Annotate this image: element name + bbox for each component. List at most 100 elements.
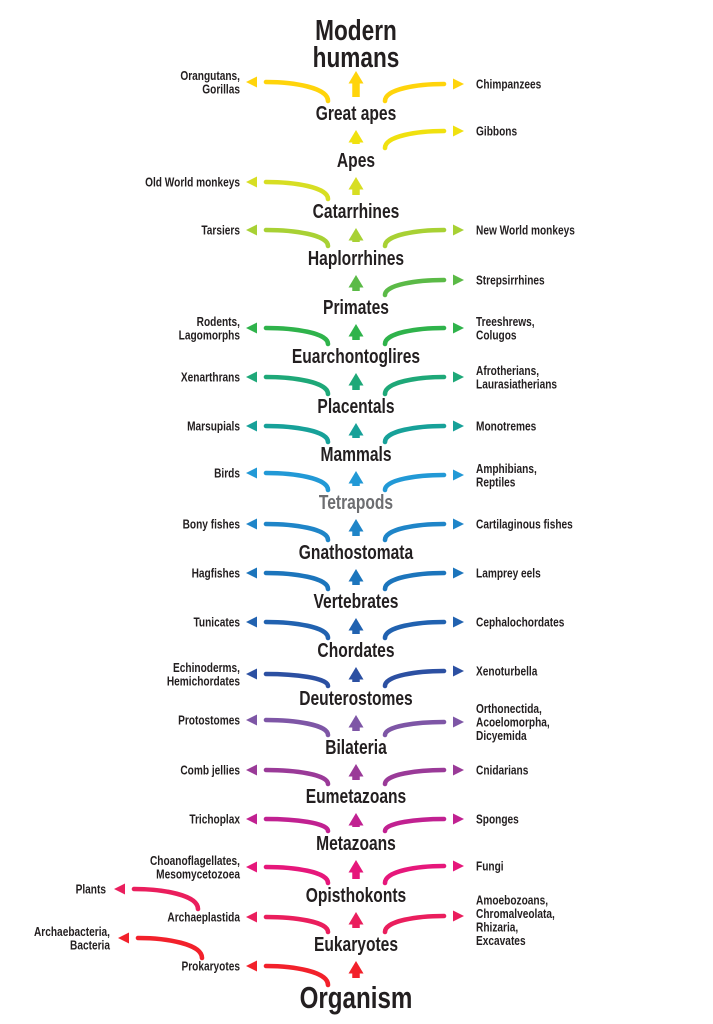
branch-label-xenoturbella: Xenoturbella [476,664,538,678]
branch-label-tunicates: Tunicates [193,615,240,629]
branch-label-chimpanzees: Chimpanzees [476,77,541,91]
trunk-arrow-primates-head [348,275,364,288]
trunk-arrow-catarrhines-head [348,177,364,190]
branch-arrow-orthonectida-head [453,716,464,728]
node-label-eumetazoans: Eumetazoans [306,785,407,807]
node-label-tetrapods: Tetrapods [319,491,393,513]
branch-arrow-plants [131,886,201,912]
branch-arrow-afrotherians [382,374,447,397]
branch-arrow-monotremes [382,423,447,445]
trunk-arrow-chordates-head [348,618,364,631]
branch-label-choanoflagellates: Choanoflagellates,Mesomycetozoea [150,854,240,882]
branch-arrow-archaeplastida [263,914,331,935]
branch-arrow-cartilaginous-fishes-head [453,518,464,530]
branch-arrow-echinoderms-head [246,668,257,680]
branch-arrow-tunicates [263,619,331,641]
branch-arrow-orangutans-head [246,76,257,88]
branch-label-birds: Birds [214,466,240,480]
branch-label-gibbons: Gibbons [476,124,517,138]
branch-arrow-xenarthrans-head [246,371,257,383]
branch-arrow-new-world-monkeys-head [453,224,464,236]
branch-label-prokaryotes: Prokaryotes [181,959,240,973]
branch-arrow-archaebacteria-head [118,932,129,944]
node-label-catarrhines: Catarrhines [313,200,400,222]
branch-arrow-trichoplax-head [246,813,257,825]
branch-arrow-rodents [263,325,331,347]
branch-arrow-bony-fishes [263,521,331,543]
branch-label-afrotherians: Afrotherians,Laurasiatherians [476,364,557,392]
branch-arrow-echinoderms [263,671,331,689]
branch-label-plants: Plants [76,882,106,896]
branch-arrow-hagfishes-head [246,567,257,579]
trunk-arrow-eukaryotes-head [348,912,364,925]
branch-label-strepsirrhines: Strepsirrhines [476,273,545,287]
branch-arrow-sponges-head [453,813,464,825]
branch-label-archaeplastida: Archaeplastida [167,910,240,924]
branch-label-tarsiers: Tarsiers [201,223,240,237]
trunk-arrow-eumetazoans-head [348,764,364,777]
branch-arrow-afrotherians-head [453,371,464,383]
branch-label-old-world-monkeys: Old World monkeys [145,175,240,189]
branch-arrow-hagfishes [263,570,331,592]
branch-label-amphibians: Amphibians,Reptiles [476,462,537,490]
arrow-layer [114,71,464,988]
branch-arrow-xenoturbella [382,668,447,689]
node-label-apes: Apes [337,149,375,171]
branch-label-orthonectida: Orthonectida,Acoelomorpha,Dicyemida [476,702,550,743]
branch-arrow-trichoplax [263,816,331,834]
branch-label-cephalochordates: Cephalochordates [476,615,564,629]
trunk-arrow-vertebrates-head [348,569,364,582]
branch-arrow-comb-jellies [263,767,331,787]
branch-arrow-choanoflagellates-head [246,861,257,873]
branch-arrow-chimpanzees [382,81,447,104]
branch-arrow-amoebozoans-head [453,910,464,922]
trunk-arrow-mammals-head [348,423,364,436]
branch-arrow-monotremes-head [453,420,464,432]
branch-arrow-tunicates-head [246,616,257,628]
branch-arrow-amphibians-head [453,469,464,481]
branch-label-comb-jellies: Comb jellies [180,763,240,777]
branch-label-monotremes: Monotremes [476,419,536,433]
branch-arrow-amphibians [382,472,447,493]
trunk-arrow-deuterostomes-head [348,667,364,680]
branch-arrow-marsupials-head [246,420,257,432]
node-label-great-apes: Great apes [316,102,397,124]
branch-label-protostomes: Protostomes [178,713,240,727]
branch-arrow-archaeplastida-head [246,911,257,923]
branch-arrow-plants-head [114,883,125,895]
trunk-arrow-bilateria-head [348,715,364,728]
branch-arrow-tarsiers-head [246,224,257,236]
branch-arrow-prokaryotes-head [246,960,257,972]
node-label-bilateria: Bilateria [325,736,387,758]
branch-arrow-lamprey-eels-head [453,567,464,579]
branch-label-orangutans: Orangutans,Gorillas [180,69,240,97]
branch-arrow-rodents-head [246,322,257,334]
branch-arrow-old-world-monkeys-head [246,176,257,188]
branch-label-fungi: Fungi [476,859,504,873]
branch-arrow-comb-jellies-head [246,764,257,776]
branch-label-echinoderms: Echinoderms,Hemichordates [167,661,240,689]
branch-arrow-strepsirrhines-head [453,274,464,286]
branch-label-cartilaginous-fishes: Cartilaginous fishes [476,517,573,531]
node-label-mammals: Mammals [320,443,391,465]
node-label-vertebrates: Vertebrates [314,590,399,612]
branch-label-hagfishes: Hagfishes [192,566,240,580]
branch-arrow-cephalochordates [382,619,447,641]
branch-arrow-strepsirrhines [382,277,447,298]
branch-arrow-protostomes [263,717,331,738]
branch-arrow-treeshrews [382,325,447,347]
trunk-arrow-gnathostomata-head [348,519,364,532]
branch-arrow-cartilaginous-fishes [382,521,447,543]
trunk-arrow-placentals-head [348,373,364,386]
node-label-eukaryotes: Eukaryotes [314,933,398,955]
branch-arrow-orthonectida [382,719,447,738]
branch-label-treeshrews: Treeshrews,Colugos [476,315,535,343]
trunk-arrow-euarchontoglires-head [348,324,364,337]
branch-arrow-amoebozoans [382,913,447,935]
trunk-arrow-metazoans-head [348,813,364,826]
branch-arrow-tarsiers [263,227,331,249]
branch-arrow-choanoflagellates [263,864,331,886]
branch-arrow-archaebacteria [135,935,205,961]
